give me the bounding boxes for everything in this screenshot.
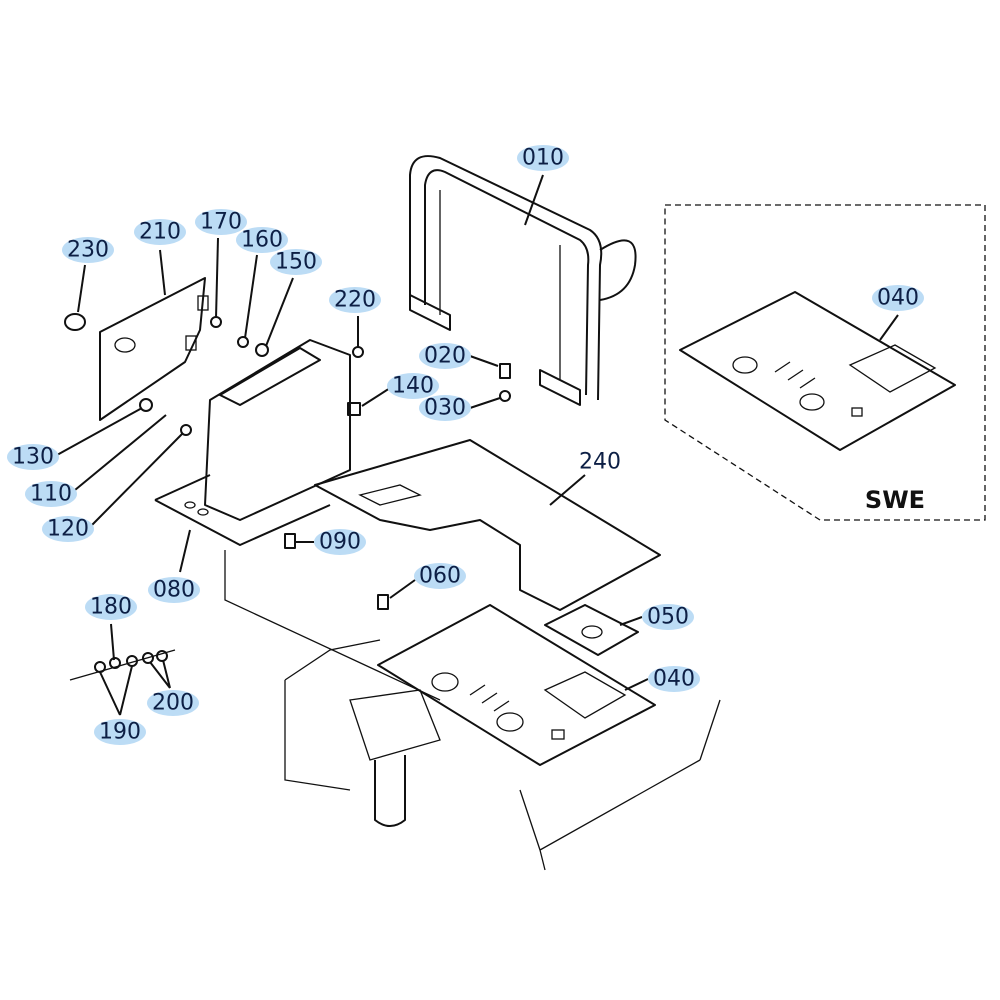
label-highlight	[270, 249, 322, 275]
part-number: 230	[67, 238, 109, 263]
part-label-180[interactable]: 180	[85, 594, 137, 620]
part-label-040-inset[interactable]: 040	[872, 285, 924, 311]
label-highlight	[314, 529, 366, 555]
part-number: 060	[419, 564, 461, 589]
machine-body	[284, 639, 721, 871]
part-label-130[interactable]: 130	[7, 444, 59, 470]
part-label-220[interactable]: 220	[329, 287, 381, 313]
rollover-guard	[409, 155, 637, 406]
label-highlight	[236, 227, 288, 253]
part-label-170[interactable]: 170	[195, 209, 247, 235]
part-number: 170	[200, 210, 242, 235]
part-label-090[interactable]: 090	[314, 529, 366, 555]
part-label-020[interactable]: 020	[419, 343, 471, 369]
label-highlight	[94, 719, 146, 745]
part-number: 130	[12, 445, 54, 470]
part-number: 140	[392, 374, 434, 399]
label-highlight	[7, 444, 59, 470]
small-mat	[544, 604, 639, 656]
part-label-080[interactable]: 080	[148, 577, 200, 603]
label-highlight	[419, 395, 471, 421]
part-number: 040	[653, 667, 695, 692]
part-number: 210	[139, 220, 181, 245]
part-number: 180	[90, 595, 132, 620]
label-highlight	[148, 577, 200, 603]
part-label-240[interactable]: 240	[579, 450, 621, 475]
grommet	[64, 313, 86, 331]
floor-mat	[314, 439, 661, 611]
label-highlight	[147, 690, 199, 716]
inset-floor-plate	[679, 291, 956, 451]
part-number: 190	[99, 720, 141, 745]
label-highlight	[517, 145, 569, 171]
part-label-190[interactable]: 190	[94, 719, 146, 745]
label-highlight	[25, 481, 77, 507]
part-label-040[interactable]: 040	[648, 666, 700, 692]
part-number: 120	[47, 517, 89, 542]
part-label-150[interactable]: 150	[270, 249, 322, 275]
part-number: 150	[275, 250, 317, 275]
label-highlight	[85, 594, 137, 620]
part-label-200[interactable]: 200	[147, 690, 199, 716]
label-highlight	[62, 237, 114, 263]
label-highlight	[329, 287, 381, 313]
label-highlight	[642, 604, 694, 630]
label-highlight	[648, 666, 700, 692]
fasteners	[69, 316, 511, 681]
part-number: 010	[522, 146, 564, 171]
label-highlight	[419, 343, 471, 369]
part-number: 110	[30, 482, 72, 507]
label-highlight	[195, 209, 247, 235]
leader-lines	[56, 174, 899, 716]
part-number: 030	[424, 396, 466, 421]
part-label-050[interactable]: 050	[642, 604, 694, 630]
part-label-120[interactable]: 120	[42, 516, 94, 542]
part-label-210[interactable]: 210	[134, 219, 186, 245]
console-box	[154, 339, 351, 546]
part-label-110[interactable]: 110	[25, 481, 77, 507]
part-number: 160	[241, 228, 283, 253]
part-number: 080	[153, 578, 195, 603]
part-number: 240	[579, 450, 621, 475]
floor-plate	[377, 604, 656, 766]
part-number: 040	[877, 286, 919, 311]
part-number: 090	[319, 530, 361, 555]
part-label-010[interactable]: 010	[517, 145, 569, 171]
label-highlight	[872, 285, 924, 311]
side-panel	[99, 277, 209, 421]
part-label-160[interactable]: 160	[236, 227, 288, 253]
part-label-060[interactable]: 060	[414, 563, 466, 589]
label-highlight	[387, 373, 439, 399]
part-number: 050	[647, 605, 689, 630]
label-highlight	[134, 219, 186, 245]
part-label-140[interactable]: 140	[387, 373, 439, 399]
part-number: 220	[334, 288, 376, 313]
label-highlight	[414, 563, 466, 589]
swe-inset-frame	[664, 204, 986, 521]
inset-title: SWE	[865, 486, 925, 514]
label-highlight	[42, 516, 94, 542]
part-number: 020	[424, 344, 466, 369]
part-label-230[interactable]: 230	[62, 237, 114, 263]
part-label-030[interactable]: 030	[419, 395, 471, 421]
part-number: 200	[152, 691, 194, 716]
